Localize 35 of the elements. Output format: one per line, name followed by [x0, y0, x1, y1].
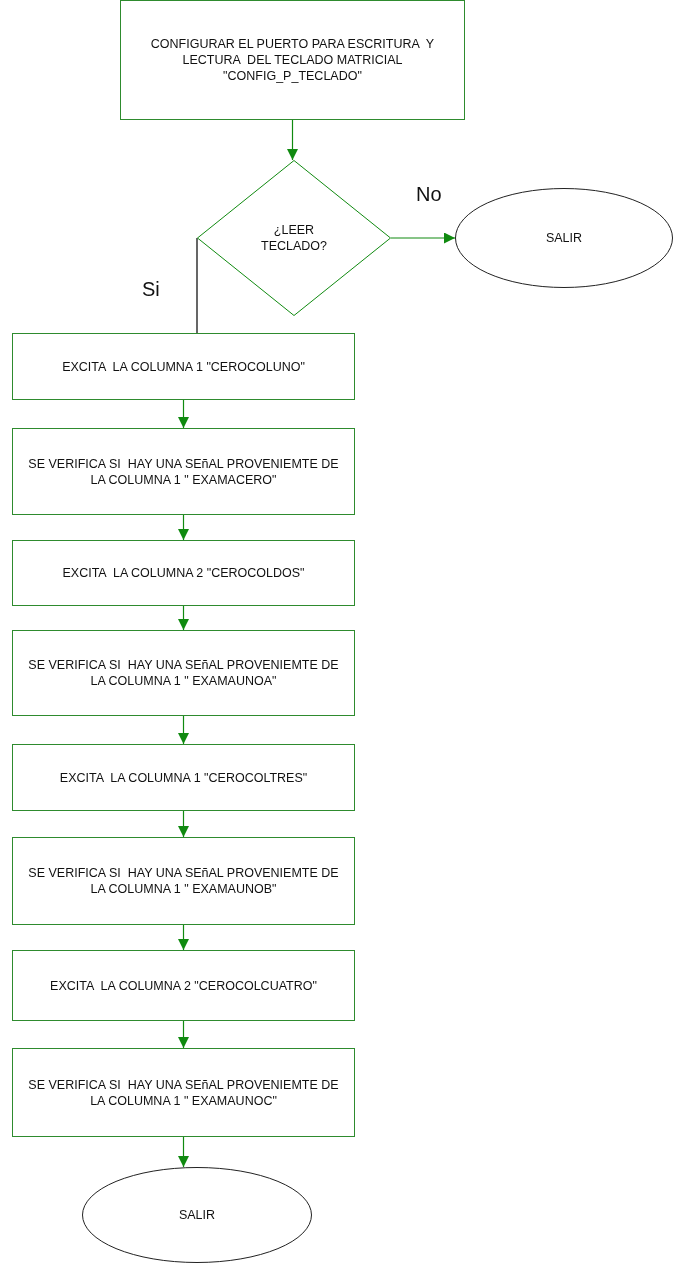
node-text: SE VERIFICA SI HAY UNA SEñAL PROVENIEMTE DE LA COLUMNA 1 " EXAMAUNOA" [27, 657, 340, 689]
arrow [178, 810, 189, 838]
process-box [12, 837, 355, 925]
process-box [12, 428, 355, 515]
process-box [12, 630, 355, 716]
arrow [178, 715, 189, 745]
arrow [390, 232, 456, 244]
node-text: EXCITA LA COLUMNA 1 "CEROCOLTRES" [58, 769, 309, 786]
node-text: SALIR [544, 230, 584, 246]
terminal-ellipse [455, 188, 673, 288]
node-text: EXCITA LA COLUMNA 1 "CEROCOLUNO" [61, 358, 306, 375]
arrow [178, 514, 189, 541]
arrow [178, 1020, 189, 1049]
node-text: EXCITA LA COLUMNA 2 "CEROCOLDOS" [61, 565, 306, 581]
process-box [12, 1048, 355, 1137]
process-box [12, 333, 355, 400]
node-text: SE VERIFICA SI HAY UNA SEñAL PROVENIEMTE DE LA COLUMNA 1 " EXAMAUNOC" [27, 1076, 340, 1109]
node-text: SALIR [177, 1207, 217, 1223]
arrow [287, 119, 298, 161]
arrow [178, 605, 189, 631]
node-text: CONFIGURAR EL PUERTO PARA ESCRITURA Y LECTURA DEL TECLADO MATRICIAL "CONFIG_P_TECLADO" [149, 36, 436, 84]
arrow [178, 924, 189, 951]
node-text: EXCITA LA COLUMNA 2 "CEROCOLCUATRO" [49, 977, 318, 994]
node-text: SE VERIFICA SI HAY UNA SEñAL PROVENIEMTE DE LA COLUMNA 1 " EXAMAUNOB" [27, 865, 340, 897]
node-text: SE VERIFICA SI HAY UNA SEñAL PROVENIEMTE DE LA COLUMNA 1 " EXAMACERO" [27, 455, 340, 488]
node-text: ¿LEER TECLADO? [260, 222, 328, 254]
connector-line [196, 237, 198, 334]
decision-diamond [197, 160, 391, 316]
arrow [178, 1136, 189, 1168]
process-box [12, 744, 355, 811]
arrow [178, 399, 189, 429]
process-box [120, 0, 465, 120]
process-box [12, 540, 355, 606]
process-box [12, 950, 355, 1021]
terminal-ellipse [82, 1167, 312, 1263]
